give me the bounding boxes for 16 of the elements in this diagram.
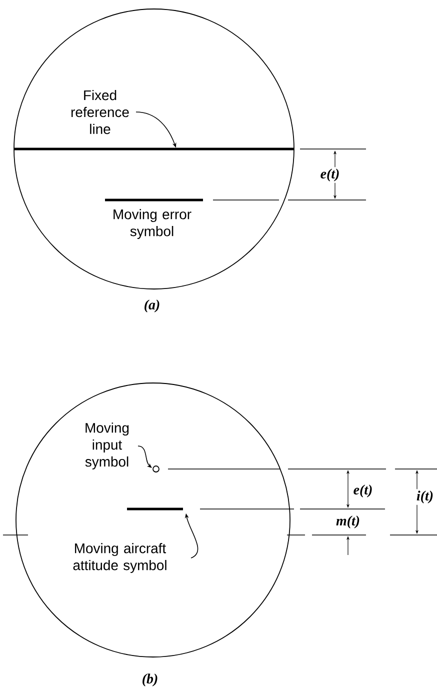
symbol-bar [127,508,183,510]
dial-circle [14,8,294,290]
symbol-caption: Moving error symbol [114,209,192,239]
callout-text: Moving aircraft attitude symbol [73,543,166,573]
dimension-label: m(t) [334,514,362,530]
callout-text: Fixed reference line [71,90,129,134]
input-symbol [152,466,160,472]
callout-text: Moving input symbol [85,422,129,470]
dimension-label: e(t) [352,483,374,499]
dimension-label: e(t) [318,167,342,183]
dimension-label: i(t) [414,489,435,505]
panel-caption: (b) [140,672,160,688]
dial-circle [16,382,290,658]
leader-line [138,446,152,468]
panel-caption: (a) [142,298,162,314]
symbol-bar [105,198,203,202]
